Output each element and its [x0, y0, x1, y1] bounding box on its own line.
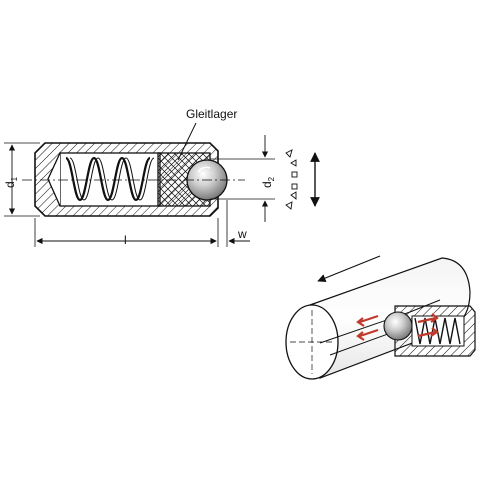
bearing-label: Gleitlager: [186, 107, 237, 121]
dimension-d1: [4, 142, 40, 217]
application-3d-view: [285, 255, 476, 380]
bearing-leader: [177, 122, 197, 161]
w-label: w: [237, 227, 247, 241]
drill-point: [47, 152, 61, 207]
section-view: [22, 142, 245, 217]
dimension-l: [34, 218, 219, 247]
shaft-motion-arrow: [317, 255, 381, 283]
d2-label: d2: [260, 176, 276, 188]
l-label: l: [124, 233, 127, 247]
force-arrows: [356, 313, 439, 341]
dimension-w: [205, 200, 250, 247]
d1-label: d1: [3, 176, 19, 188]
ball-3d: [383, 311, 413, 341]
compression-spring: [64, 156, 155, 202]
dimension-d2: [210, 135, 275, 222]
motion-symbols: [285, 149, 298, 210]
